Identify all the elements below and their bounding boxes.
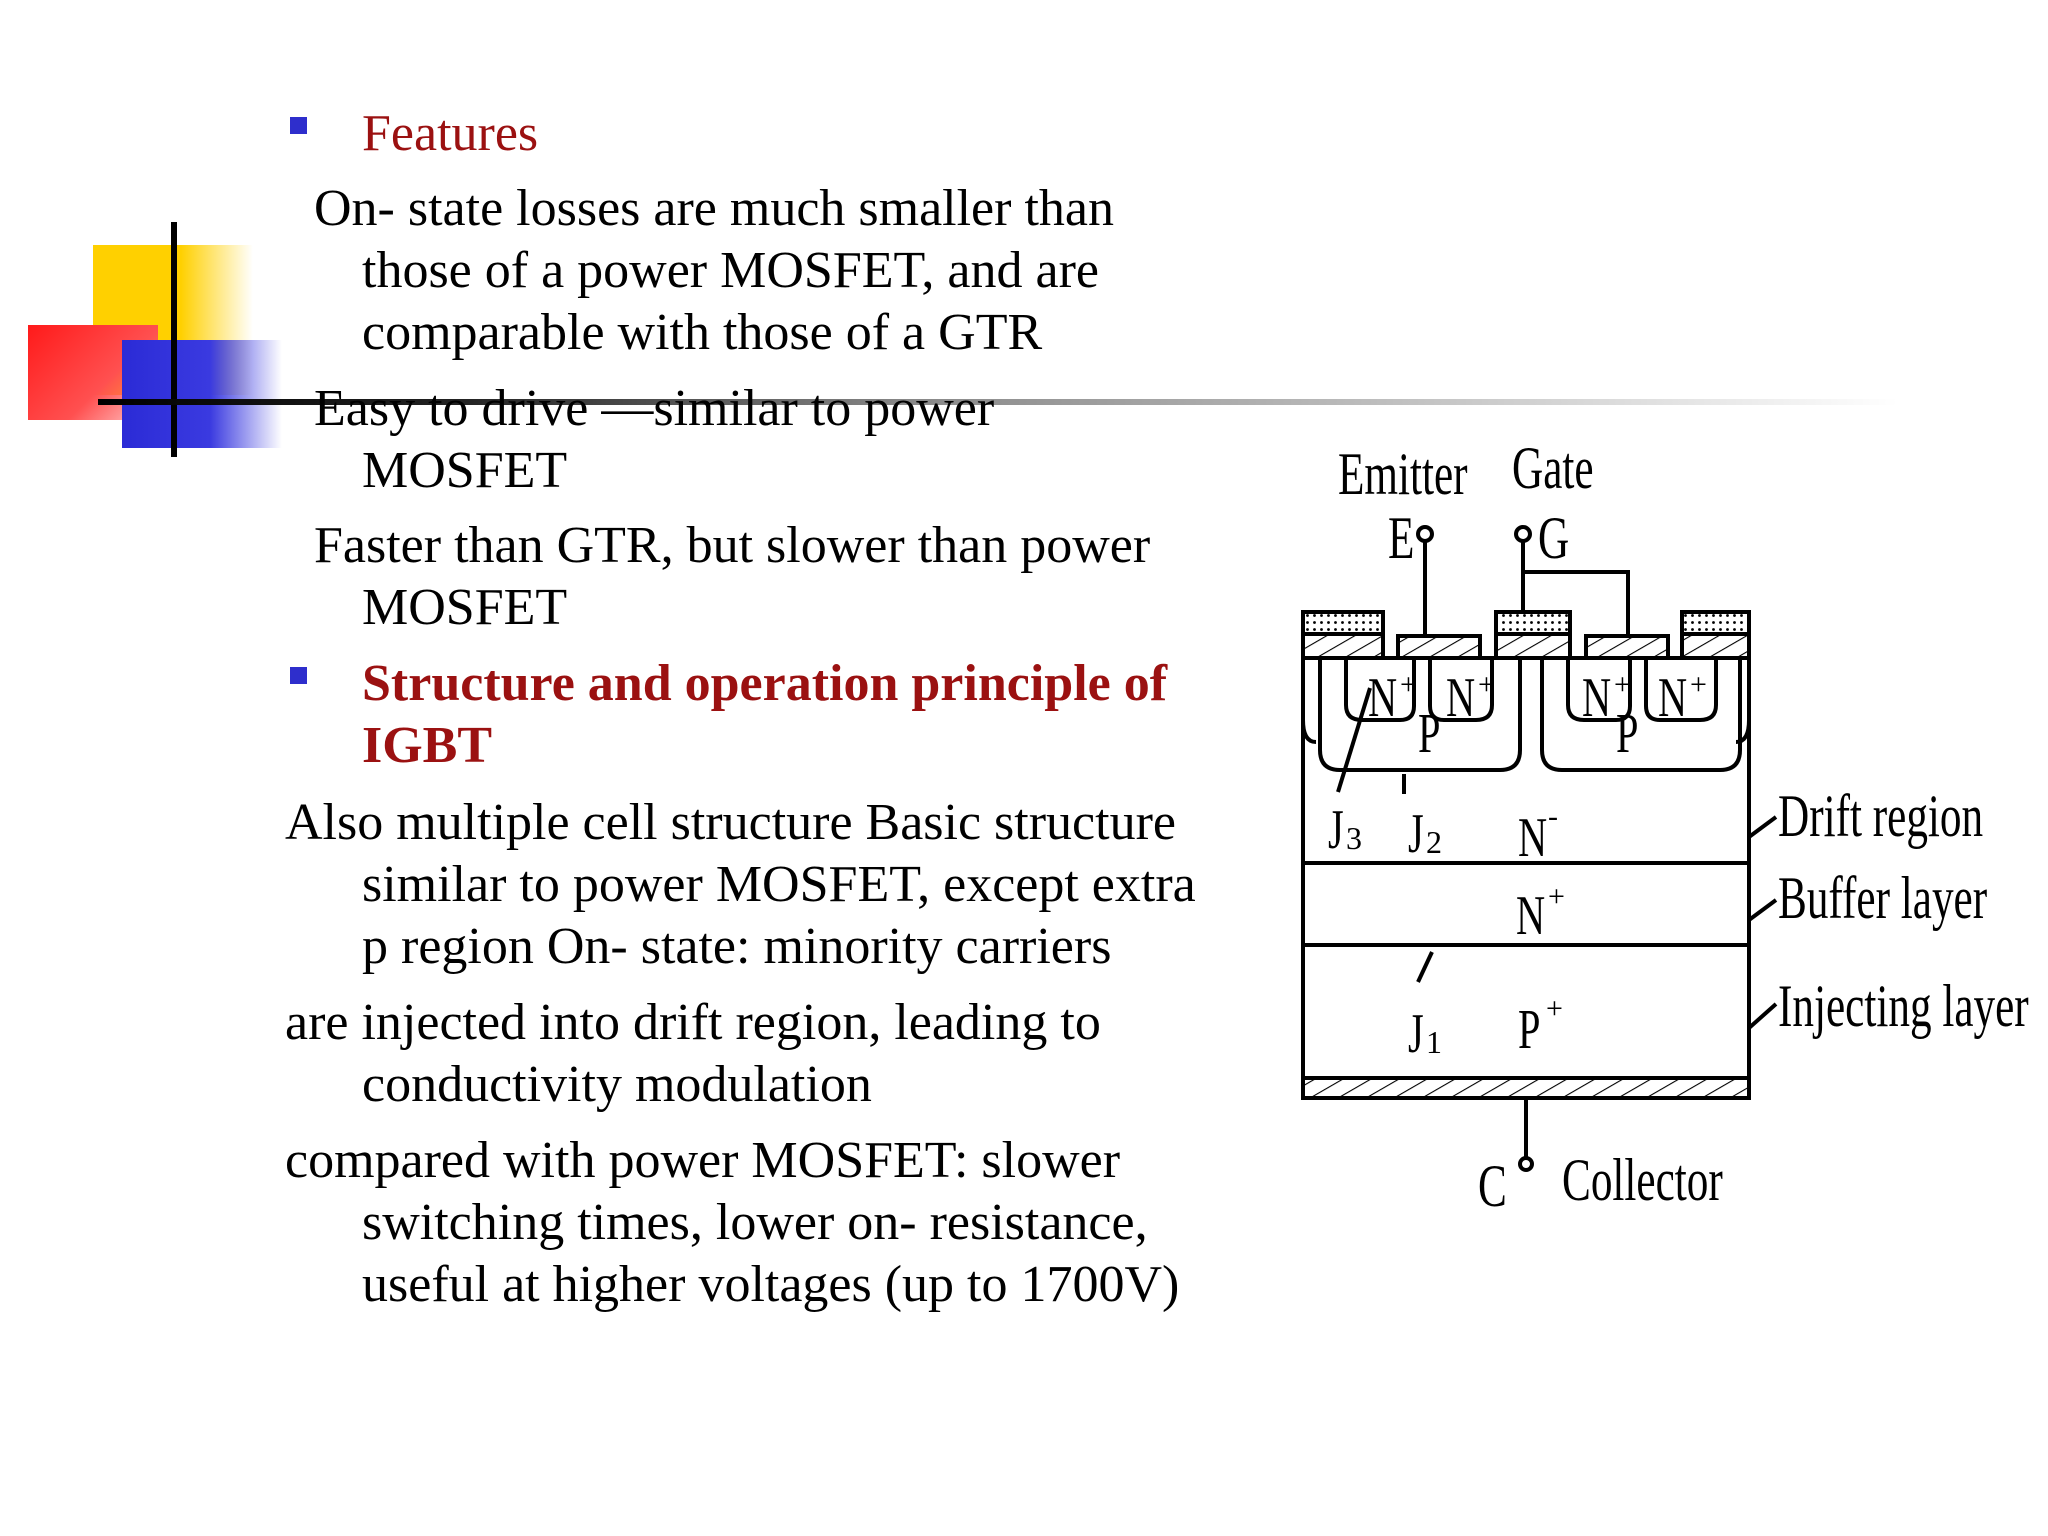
p-well-right [1540,658,1742,772]
buffer-layer-label: Buffer layer [1778,865,1988,931]
c-label: C [1478,1153,1507,1219]
gate-electrode-right [1584,634,1670,660]
para-1-line-1: Also multiple cell structure Basic struc… [285,794,1176,851]
n-plus-label-4: N [1658,667,1688,729]
igbt-structure-drawing [1301,525,1778,1172]
vertical-rule [171,222,177,457]
para-3-line-2: switching times, lower on- resistance, [362,1194,1148,1251]
n-plus-label-3: N [1582,667,1612,729]
para-3-line-1: compared with power MOSFET: slower [285,1132,1121,1189]
p-label-right: P [1616,703,1639,765]
feature-3-line-1: Faster than GTR, but slower than power [314,517,1151,574]
gate-electrode-left [1396,634,1482,660]
n-plus-region-2 [1428,658,1494,722]
n-plus-label-1: N [1368,667,1398,729]
drift-pointer [1747,815,1778,839]
blue-square-decoration [122,340,282,448]
j1-pointer [1416,951,1434,983]
para-2-line-2: conductivity modulation [362,1056,872,1113]
feature-1-line-1: On- state losses are much smaller than [314,180,1114,237]
drift-region-label: Drift region [1778,783,1984,849]
n-plus-region-1 [1344,658,1416,722]
buffer-pointer [1747,898,1778,922]
para-3-line-3: useful at higher voltages (up to 1700V) [362,1256,1180,1313]
j3-label: J [1328,799,1344,861]
g-label: G [1538,505,1570,571]
n-minus-label: N [1518,807,1548,869]
j2-label: J [1408,803,1424,865]
para-1-line-2: similar to power MOSFET, except extra [362,856,1196,913]
structure-heading-line-1: Structure and operation principle of [362,655,1168,712]
feature-2-line-1: Easy to drive —similar to power [314,380,995,437]
j1-label: J [1408,1003,1424,1065]
collector-metal [1301,1076,1751,1100]
j3-pointer [1336,687,1372,793]
collector-label: Collector [1562,1147,1723,1213]
injecting-pointer [1747,1002,1778,1030]
bullet-icon [290,117,307,134]
gate-label: Gate [1512,435,1594,501]
gate-terminal [1514,525,1532,543]
e-label: E [1388,505,1415,571]
n-plus-label-2: N [1446,667,1476,729]
para-1-line-3: p region On- state: minority carriers [362,918,1112,975]
p-plus-label: P [1518,999,1541,1061]
bullet-icon [290,667,307,684]
feature-3-line-2: MOSFET [362,579,568,636]
collector-terminal [1518,1156,1534,1172]
p-label-left: P [1418,703,1441,765]
gate-wire-right [1523,570,1630,636]
n-plus-region-3 [1566,658,1632,722]
p-well-left [1318,658,1522,772]
emitter-label: Emitter [1338,441,1468,507]
n-plus-region-4 [1644,658,1718,722]
para-2-line-1: are injected into drift region, leading … [285,994,1101,1051]
emitter-terminal [1416,525,1434,543]
n-plus-buffer-label: N [1516,885,1546,947]
features-heading: Features [362,105,539,162]
feature-1-line-2: those of a power MOSFET, and are [362,242,1099,299]
igbt-structure-diagram: Emitter Gate E G N + N + P N + N + P J 3… [1290,430,2048,1230]
structure-heading-line-2: IGBT [362,717,493,774]
feature-2-line-2: MOSFET [362,442,568,499]
horizontal-rule [98,399,1898,405]
feature-1-line-3: comparable with those of a GTR [362,304,1043,361]
injecting-layer-label: Injecting layer [1778,973,2029,1039]
